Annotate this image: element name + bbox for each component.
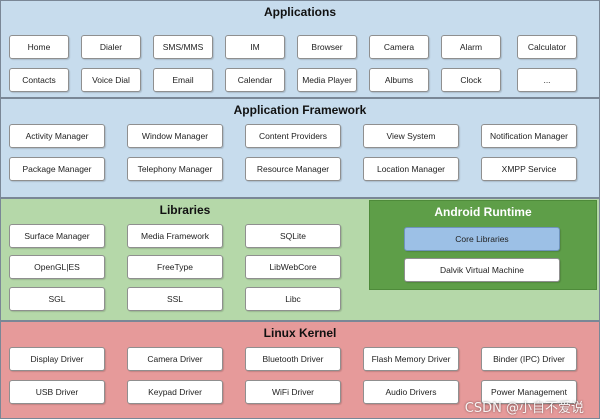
- app-media-player: Media Player: [297, 68, 357, 92]
- fw-activity-manager: Activity Manager: [9, 124, 105, 148]
- lib-surface-manager: Surface Manager: [9, 224, 105, 248]
- applications-title: Applications: [263, 5, 336, 19]
- runtime-core-libraries: Core Libraries: [404, 227, 560, 251]
- app-contacts: Contacts: [9, 68, 69, 92]
- libraries-title: Libraries: [159, 203, 211, 217]
- framework-layer: Application Framework Activity Manager W…: [0, 98, 600, 198]
- app-email: Email: [153, 68, 213, 92]
- lib-libc: Libc: [245, 287, 341, 311]
- kernel-title: Linux Kernel: [263, 326, 337, 340]
- kernel-power-management: Power Management: [481, 380, 577, 404]
- kernel-audio-drivers: Audio Drivers: [363, 380, 459, 404]
- app-im: IM: [225, 35, 285, 59]
- kernel-keypad-driver: Keypad Driver: [127, 380, 223, 404]
- watermark-text: CSDN @小自不爱说: [464, 401, 584, 416]
- lib-freetype: FreeType: [127, 255, 223, 279]
- app-camera: Camera: [369, 35, 429, 59]
- lib-opengl-es: OpenGL|ES: [9, 255, 105, 279]
- fw-location-manager: Location Manager: [363, 157, 459, 181]
- kernel-display-driver: Display Driver: [9, 347, 105, 371]
- kernel-camera-driver: Camera Driver: [127, 347, 223, 371]
- app-calendar: Calendar: [225, 68, 285, 92]
- app-calculator: Calculator: [517, 35, 577, 59]
- fw-telephony-manager: Telephony Manager: [127, 157, 223, 181]
- lib-sqlite: SQLite: [245, 224, 341, 248]
- fw-xmpp-service: XMPP Service: [481, 157, 577, 181]
- fw-package-manager: Package Manager: [9, 157, 105, 181]
- lib-media-framework: Media Framework: [127, 224, 223, 248]
- app-alarm: Alarm: [441, 35, 501, 59]
- app-home: Home: [9, 35, 69, 59]
- app-browser: Browser: [297, 35, 357, 59]
- runtime-dalvik-vm: Dalvik Virtual Machine: [404, 258, 560, 282]
- fw-view-system: View System: [363, 124, 459, 148]
- fw-resource-manager: Resource Manager: [245, 157, 341, 181]
- kernel-bluetooth-driver: Bluetooth Driver: [245, 347, 341, 371]
- lib-ssl: SSL: [127, 287, 223, 311]
- fw-notification-manager: Notification Manager: [481, 124, 577, 148]
- applications-layer: Applications Home Dialer SMS/MMS IM Brow…: [0, 0, 600, 98]
- fw-window-manager: Window Manager: [127, 124, 223, 148]
- kernel-flash-memory-driver: Flash Memory Driver: [363, 347, 459, 371]
- app-clock: Clock: [441, 68, 501, 92]
- fw-content-providers: Content Providers: [245, 124, 341, 148]
- lib-libwebcore: LibWebCore: [245, 255, 341, 279]
- app-sms-mms: SMS/MMS: [153, 35, 213, 59]
- kernel-usb-driver: USB Driver: [9, 380, 105, 404]
- runtime-title: Android Runtime: [434, 205, 532, 219]
- app-dialer: Dialer: [81, 35, 141, 59]
- linux-kernel-layer: Linux Kernel Display Driver Camera Drive…: [0, 321, 600, 419]
- kernel-binder-ipc-driver: Binder (IPC) Driver: [481, 347, 577, 371]
- app-voice-dial: Voice Dial: [81, 68, 141, 92]
- android-runtime-layer: Android Runtime Core Libraries Dalvik Vi…: [369, 200, 597, 290]
- lib-sgl: SGL: [9, 287, 105, 311]
- framework-title: Application Framework: [233, 103, 367, 117]
- kernel-wifi-driver: WiFi Driver: [245, 380, 341, 404]
- app-more: ...: [517, 68, 577, 92]
- app-albums: Albums: [369, 68, 429, 92]
